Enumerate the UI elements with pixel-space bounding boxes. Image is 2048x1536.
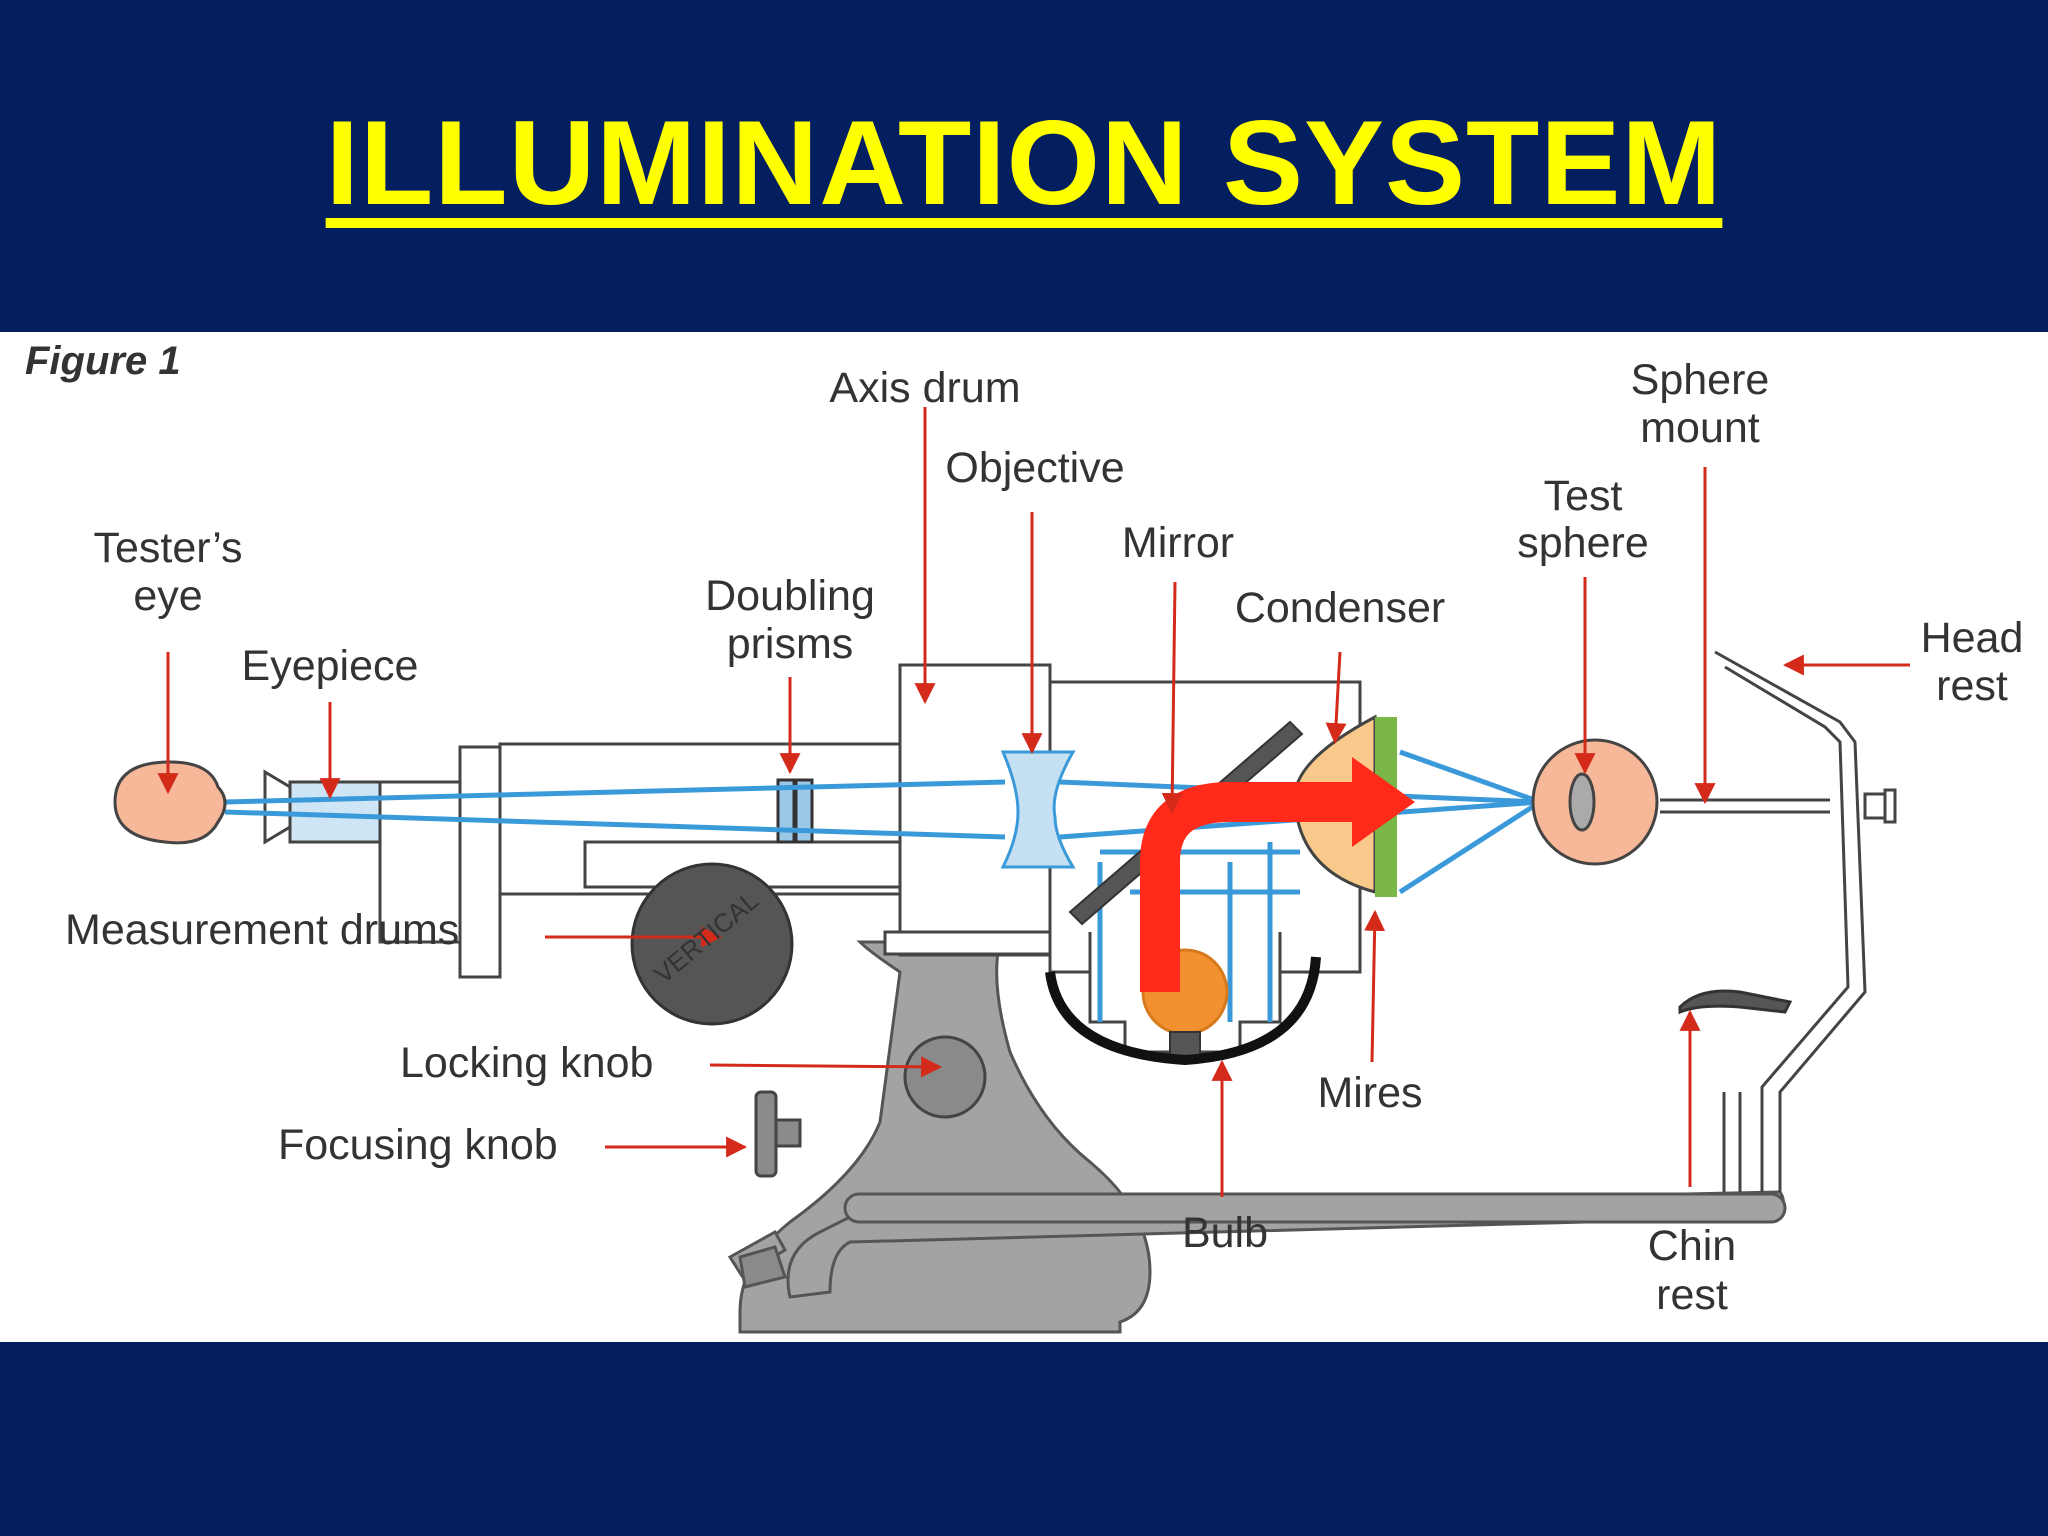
label-locking-knob: Locking knob [400, 1039, 653, 1087]
instrument-base [727, 940, 1787, 1334]
label-head-rest-line2: rest [1936, 662, 2008, 710]
label-mires: Mires [1317, 1069, 1422, 1117]
telescope-body [378, 663, 1362, 1054]
label-focusing-knob: Focusing knob [278, 1121, 558, 1169]
objective-lens [1000, 750, 1076, 869]
illumination-arrow-head [1352, 757, 1415, 847]
diagram-panel: Figure 1 Tester’s eye Eyepiece Doubling … [0, 332, 2048, 1342]
label-chin-rest-line1: Chin [1648, 1222, 1736, 1270]
figure-label: Figure 1 [25, 339, 181, 383]
label-sphere-mount-line1: Sphere [1631, 356, 1770, 404]
locking-knob [903, 1035, 987, 1119]
eyepiece [263, 769, 382, 845]
label-condenser: Condenser [1235, 584, 1445, 632]
label-test-sphere-line1: Test [1544, 472, 1623, 520]
label-measurement-drums: Measurement drums [65, 906, 459, 954]
head-rest-frame [1660, 650, 1897, 1192]
chin-rest [1678, 989, 1793, 1015]
label-sphere-mount-line2: mount [1640, 404, 1760, 452]
bulb-reflector [1045, 956, 1321, 1066]
label-axis-drum: Axis drum [829, 364, 1020, 412]
focusing-knob [754, 1090, 802, 1178]
doubling-prisms [776, 778, 814, 844]
testers-eye [113, 760, 227, 845]
label-objective: Objective [945, 444, 1124, 492]
label-testers-eye-line1: Tester’s [94, 524, 243, 572]
illumination-path-arrow [1140, 782, 1360, 992]
label-testers-eye-line2: eye [133, 572, 202, 620]
label-head-rest-line1: Head [1921, 614, 2024, 662]
label-bulb: Bulb [1182, 1209, 1268, 1257]
ophthalmometer-diagram: Figure 1 Tester’s eye Eyepiece Doubling … [0, 332, 2048, 1342]
label-doubling-prisms-line2: prisms [727, 620, 854, 668]
patient-eye [1531, 738, 1659, 866]
label-eyepiece: Eyepiece [242, 642, 419, 690]
label-test-sphere-line2: sphere [1517, 519, 1648, 567]
label-chin-rest-line2: rest [1656, 1271, 1728, 1319]
slide-title: ILLUMINATION SYSTEM [325, 96, 1723, 230]
pointer-arrows [157, 407, 1910, 1197]
label-mirror: Mirror [1122, 519, 1234, 567]
label-doubling-prisms-line1: Doubling [705, 572, 875, 620]
